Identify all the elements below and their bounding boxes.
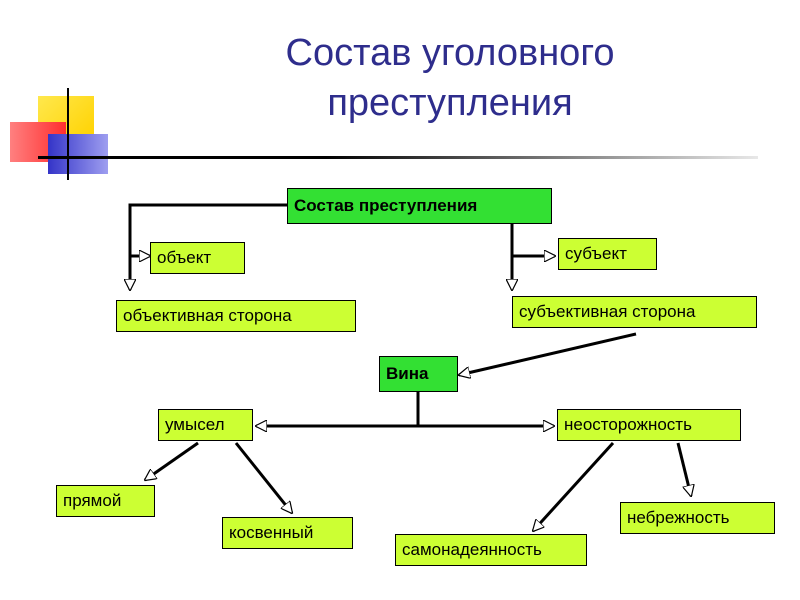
connector-subektivnaya-vina [459,332,637,375]
node-neostorozhnost: неосторожность [557,409,741,441]
node-vina: Вина [379,356,458,392]
connector-to-nebrezhnost [676,442,691,496]
node-sostav-prestupleniya: Состав преступления [287,188,552,224]
node-obekt: объект [150,242,245,274]
title-line-1: Состав уголовного [285,32,615,74]
node-subektivnaya-storona: субъективная сторона [512,296,757,328]
connector-to-kosvenny [234,442,292,513]
connector-sostav-left [130,203,287,290]
node-obektivnaya-storona: объективная сторона [116,300,356,332]
decorative-blue-square [48,134,108,174]
decorative-horizontal-rule [38,156,758,159]
node-kosvenny: косвенный [222,517,353,549]
node-pryamoy: прямой [56,485,155,517]
connector-to-pryamoy [145,441,199,480]
node-nebrezhnost: небрежность [620,502,775,534]
decorative-vertical-line [67,88,69,180]
title-line-2: преступления [327,82,573,124]
connector-to-samonadeyannost [533,441,615,531]
page-title: Состав уголовного преступления [180,28,720,128]
node-subekt: субъект [558,238,657,270]
node-umysel: умысел [158,409,253,441]
node-samonadeyannost: самонадеянность [395,534,587,566]
